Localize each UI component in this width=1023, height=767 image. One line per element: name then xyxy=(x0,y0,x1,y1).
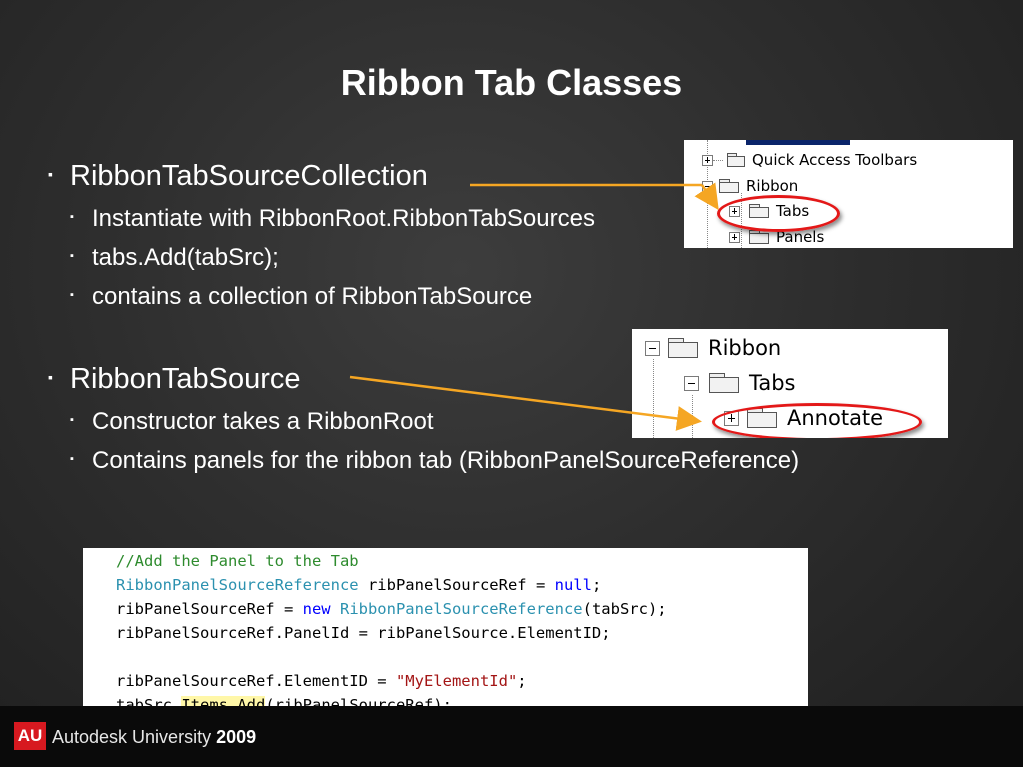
bullet-marker: ▪ xyxy=(48,166,53,183)
selected-node-highlight xyxy=(746,140,850,145)
au-logo: AU xyxy=(14,722,46,750)
tree-node-label: Quick Access Toolbars xyxy=(752,151,918,169)
tree-node-quick-access-toolbars[interactable]: Quick Access Toolbars xyxy=(702,151,917,169)
bullet-marker: ▪ xyxy=(70,288,74,301)
folder-icon xyxy=(668,338,698,359)
sub-bullet-tabs-add: ▪ tabs.Add(tabSrc); xyxy=(70,244,279,272)
code-keyword: null xyxy=(554,576,592,594)
tree-node-label: Ribbon xyxy=(746,177,799,195)
tree-guide-line xyxy=(653,359,654,438)
bullet-text: tabs.Add(tabSrc); xyxy=(92,244,279,271)
footer-brand: Autodesk University 2009 xyxy=(52,727,256,748)
sub-bullet-contains-panels: ▪ Contains panels for the ribbon tab (Rib… xyxy=(70,447,799,475)
bullet-ribbon-tab-source: ▪ RibbonTabSource xyxy=(48,363,301,396)
code-text xyxy=(331,600,340,618)
bullet-text: Constructor takes a RibbonRoot xyxy=(92,408,434,435)
toolbar-icon xyxy=(727,153,745,167)
code-text: (tabSrc); xyxy=(582,600,667,618)
code-string: "MyElementId" xyxy=(395,672,518,690)
bullet-marker: ▪ xyxy=(70,413,74,426)
code-line-4: ribPanelSourceRef.PanelId = ribPanelSour… xyxy=(116,624,611,642)
tree-node-label: Panels xyxy=(776,228,825,246)
code-text: ; xyxy=(591,576,602,594)
code-line-2: RibbonPanelSourceReference ribPanelSourc… xyxy=(116,576,601,594)
collapse-minus-icon[interactable] xyxy=(702,180,713,192)
code-keyword: new xyxy=(302,600,331,618)
tree-node-label: Ribbon xyxy=(708,336,782,360)
bullet-text: RibbonTabSource xyxy=(70,363,301,395)
highlight-ring xyxy=(717,195,840,232)
bullet-text: Instantiate with RibbonRoot.RibbonTabSou… xyxy=(92,205,595,232)
tree-guide-line xyxy=(692,395,693,438)
bullet-marker: ▪ xyxy=(70,452,74,465)
tree-view-screenshot-1: Quick Access Toolbars Ribbon Tabs Panels xyxy=(684,140,1013,248)
tree-view-screenshot-2: Ribbon Tabs Annotate xyxy=(632,329,948,438)
code-text: ribPanelSourceRef = xyxy=(116,600,303,618)
tree-node-ribbon[interactable]: Ribbon xyxy=(645,335,781,361)
code-text: ribPanelSourceRef.ElementID = xyxy=(116,672,396,690)
bullet-marker: ▪ xyxy=(48,369,53,386)
collapse-minus-icon[interactable] xyxy=(645,340,660,356)
expand-plus-icon[interactable] xyxy=(702,154,713,166)
footer-year: 2009 xyxy=(216,727,257,747)
bullet-text: contains a collection of RibbonTabSource xyxy=(92,283,533,310)
code-type: RibbonPanelSourceReference xyxy=(339,600,583,618)
tree-node-label: Tabs xyxy=(749,371,796,395)
sub-bullet-instantiate: ▪ Instantiate with RibbonRoot.RibbonTabSo… xyxy=(70,205,595,233)
footer-brand-name: Autodesk University xyxy=(52,727,212,747)
code-snippet: //Add the Panel to the Tab RibbonPanelSo… xyxy=(83,548,808,718)
bullet-text: Contains panels for the ribbon tab (Ribb… xyxy=(92,447,800,474)
sub-bullet-constructor: ▪ Constructor takes a RibbonRoot xyxy=(70,408,434,436)
folder-icon xyxy=(719,179,739,193)
code-type: RibbonPanelSourceReference xyxy=(116,576,359,594)
tree-connector xyxy=(713,160,723,161)
bullet-ribbon-tab-source-collection: ▪ RibbonTabSourceCollection xyxy=(48,160,428,193)
highlight-ring xyxy=(712,403,922,438)
code-text: ribPanelSourceRef = xyxy=(358,576,555,594)
tree-node-ribbon[interactable]: Ribbon xyxy=(702,177,798,195)
code-text: ribPanelSourceRef.PanelId = ribPanelSour… xyxy=(116,624,611,642)
code-comment: //Add the Panel to the Tab xyxy=(116,552,359,570)
bullet-text: RibbonTabSourceCollection xyxy=(70,160,428,192)
expand-plus-icon[interactable] xyxy=(729,231,740,243)
tree-node-tabs[interactable]: Tabs xyxy=(684,370,796,396)
tree-node-panels[interactable]: Panels xyxy=(729,228,824,246)
code-text: ; xyxy=(517,672,527,690)
code-line-1: //Add the Panel to the Tab xyxy=(116,552,359,570)
code-line-3: ribPanelSourceRef = new RibbonPanelSourc… xyxy=(116,600,667,618)
folder-icon xyxy=(749,230,769,244)
collapse-minus-icon[interactable] xyxy=(684,375,699,391)
sub-bullet-contains-collection: ▪ contains a collection of RibbonTabSourc… xyxy=(70,283,532,311)
folder-icon xyxy=(709,373,739,394)
code-line-6: ribPanelSourceRef.ElementID = "MyElement… xyxy=(116,672,527,690)
slide-footer xyxy=(0,706,1023,767)
bullet-marker: ▪ xyxy=(70,210,74,223)
slide-title: Ribbon Tab Classes xyxy=(340,62,683,103)
bullet-marker: ▪ xyxy=(70,249,74,262)
